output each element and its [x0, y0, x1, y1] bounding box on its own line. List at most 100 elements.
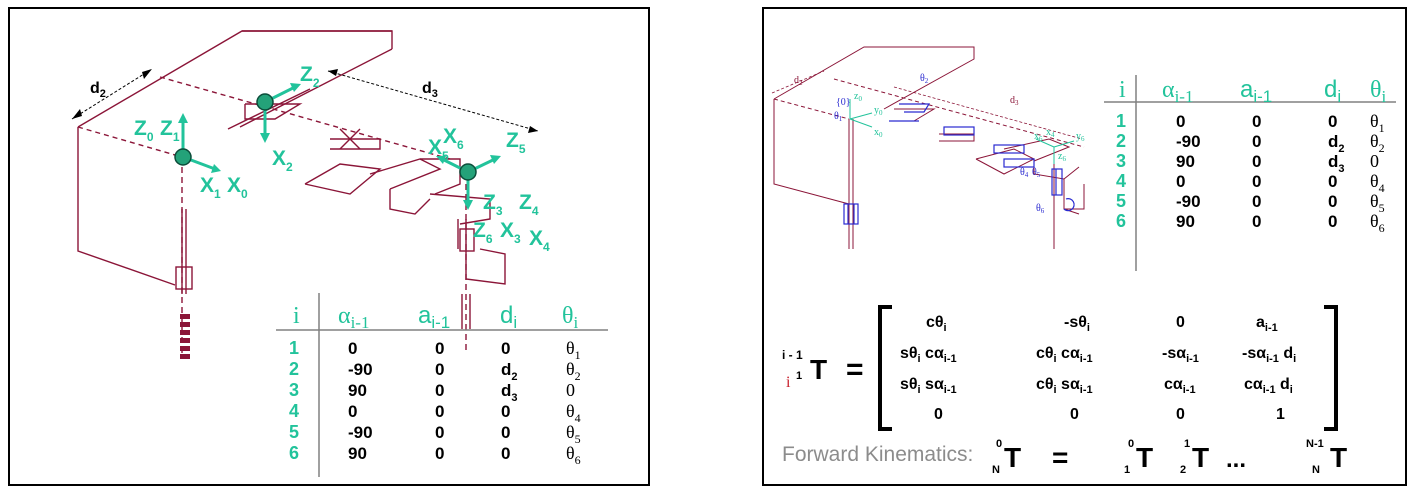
mini-dimension-arrows: [771, 70, 1083, 140]
row-a: 0: [1252, 192, 1261, 211]
row-theta: θ6: [1370, 211, 1385, 235]
fk-lhs-T: T: [1004, 442, 1021, 473]
mini-d2: d2: [794, 75, 803, 87]
matrix-lhs-subscript: 1: [796, 370, 802, 382]
m32: cθi sαi-1: [1036, 376, 1093, 396]
row-d: 0: [501, 402, 510, 421]
rtable-header-a: ai-1: [1240, 76, 1272, 106]
joint2-marker: [256, 93, 274, 111]
z3-label: Z3: [483, 191, 503, 218]
x0-label: X0: [227, 174, 248, 201]
row-index: 2: [289, 359, 299, 379]
row-a: 0: [1252, 132, 1261, 151]
row-theta: θ4: [1370, 171, 1385, 195]
row-d: d2: [1328, 132, 1345, 155]
mini-theta4: θ4: [1020, 167, 1029, 179]
table-header-theta: θi: [562, 303, 579, 332]
x3-label: X3: [500, 219, 521, 246]
joint-wrist-marker: [459, 163, 477, 181]
m42: 0: [1070, 406, 1079, 423]
m31: sθi sαi-1: [900, 376, 957, 396]
row-a: 0: [1252, 212, 1261, 231]
m33: cαi-1: [1164, 376, 1196, 396]
m22: cθi cαi-1: [1036, 345, 1093, 365]
transform-matrix: i - 1 T i 1 = cθi -sθi 0 ai-1 sθi cαi-1 …: [782, 305, 1338, 431]
forward-kinematics: Forward Kinematics: 0 N T = 0 1 T 1 2 T …: [782, 438, 1347, 476]
frame-arrowheads: [178, 83, 501, 210]
row-a: 0: [1252, 172, 1261, 191]
matrix-left-bracket: [878, 305, 892, 431]
row-d: 0: [1328, 172, 1337, 191]
table-header-a: ai-1: [418, 302, 450, 332]
row-index: 3: [1116, 151, 1126, 171]
mini-x6: x6: [1034, 131, 1043, 143]
right-diagram-panel: d2 d3 {0} θ1 z0 y0 x0 θ2 θ4 θ5 θ6 x6 x4 …: [762, 7, 1407, 486]
z2-label: Z2: [300, 63, 320, 90]
row-theta: 0: [566, 380, 575, 400]
row-index: 6: [289, 443, 299, 463]
robot-arm-drawing: [77, 30, 506, 354]
m21: sθi cαi-1: [900, 345, 957, 365]
mini-robot-drawing: [773, 46, 1085, 249]
row-alpha: 0: [1176, 112, 1185, 131]
fk-t2-sup: 1: [1184, 438, 1190, 450]
row-a: 0: [435, 444, 444, 463]
mini-joint-symbols: [843, 103, 1075, 225]
m41: 0: [934, 406, 943, 423]
joint1-marker: [174, 148, 192, 166]
fk-t2-sub: 2: [1180, 464, 1186, 476]
table-header-alpha: αi-1: [338, 303, 369, 332]
row-index: 6: [1116, 211, 1126, 231]
mini-y0: y0: [874, 105, 883, 117]
x6-label: X6: [443, 125, 464, 152]
m24: -sαi-1 di: [1242, 345, 1296, 365]
row-theta: θ1: [1370, 111, 1385, 135]
row-alpha: 0: [348, 402, 357, 421]
row-a: 0: [1252, 152, 1261, 171]
matrix-lhs-T: T: [810, 354, 827, 385]
matrix-right-bracket: [1324, 305, 1338, 431]
fk-t2-T: T: [1192, 442, 1209, 473]
row-d: 0: [1328, 212, 1337, 231]
fk-t1-sup: 0: [1128, 438, 1134, 450]
matrix-lhs-red-index: i: [786, 374, 791, 391]
left-diagram-panel: d2 d3 Z0 Z1 X1 X0 Z2 X2 X5 X6 Z5 Z3 Z4 Z…: [8, 7, 650, 486]
row-a: 0: [435, 339, 444, 358]
row-theta: θ2: [566, 359, 581, 383]
dimension-arrowheads: [72, 69, 538, 133]
mini-z0: z0: [854, 91, 862, 103]
rtable-header-theta: θi: [1370, 77, 1387, 106]
mini-labels: d2 d3 {0} θ1 z0 y0 x0 θ2 θ4 θ5 θ6 x6 x4 …: [794, 73, 1085, 215]
m34: cαi-1 di: [1244, 376, 1293, 396]
row-a: 0: [1252, 112, 1261, 131]
row-index: 4: [289, 401, 299, 421]
row-d: 0: [1328, 192, 1337, 211]
table-header-i: i: [293, 303, 300, 329]
m12: -sθi: [1064, 314, 1090, 334]
row-d: d3: [1328, 152, 1345, 175]
mini-frame0-label: {0}: [836, 97, 851, 108]
fk-t3-sup: N-1: [1306, 438, 1324, 450]
row-index: 1: [1116, 111, 1126, 131]
mini-y6: y6: [1076, 131, 1085, 143]
dimension-arrows: [71, 68, 539, 132]
row-alpha: -90: [1176, 192, 1201, 211]
row-alpha: -90: [348, 360, 373, 379]
fk-equals: =: [1052, 442, 1068, 473]
row-index: 1: [289, 338, 299, 358]
row-theta: θ2: [1370, 131, 1385, 155]
mini-d3: d3: [1010, 95, 1019, 107]
m23: -sαi-1: [1162, 345, 1199, 365]
m44: 1: [1276, 406, 1285, 423]
row-index: 3: [289, 380, 299, 400]
z0-label: Z0: [134, 117, 154, 144]
row-a: 0: [435, 402, 444, 421]
row-d: 0: [1328, 112, 1337, 131]
rtable-header-alpha: αi-1: [1162, 77, 1193, 106]
row-alpha: -90: [1176, 132, 1201, 151]
z4-label: Z4: [519, 191, 539, 218]
row-d: 0: [501, 444, 510, 463]
row-index: 4: [1116, 171, 1126, 191]
